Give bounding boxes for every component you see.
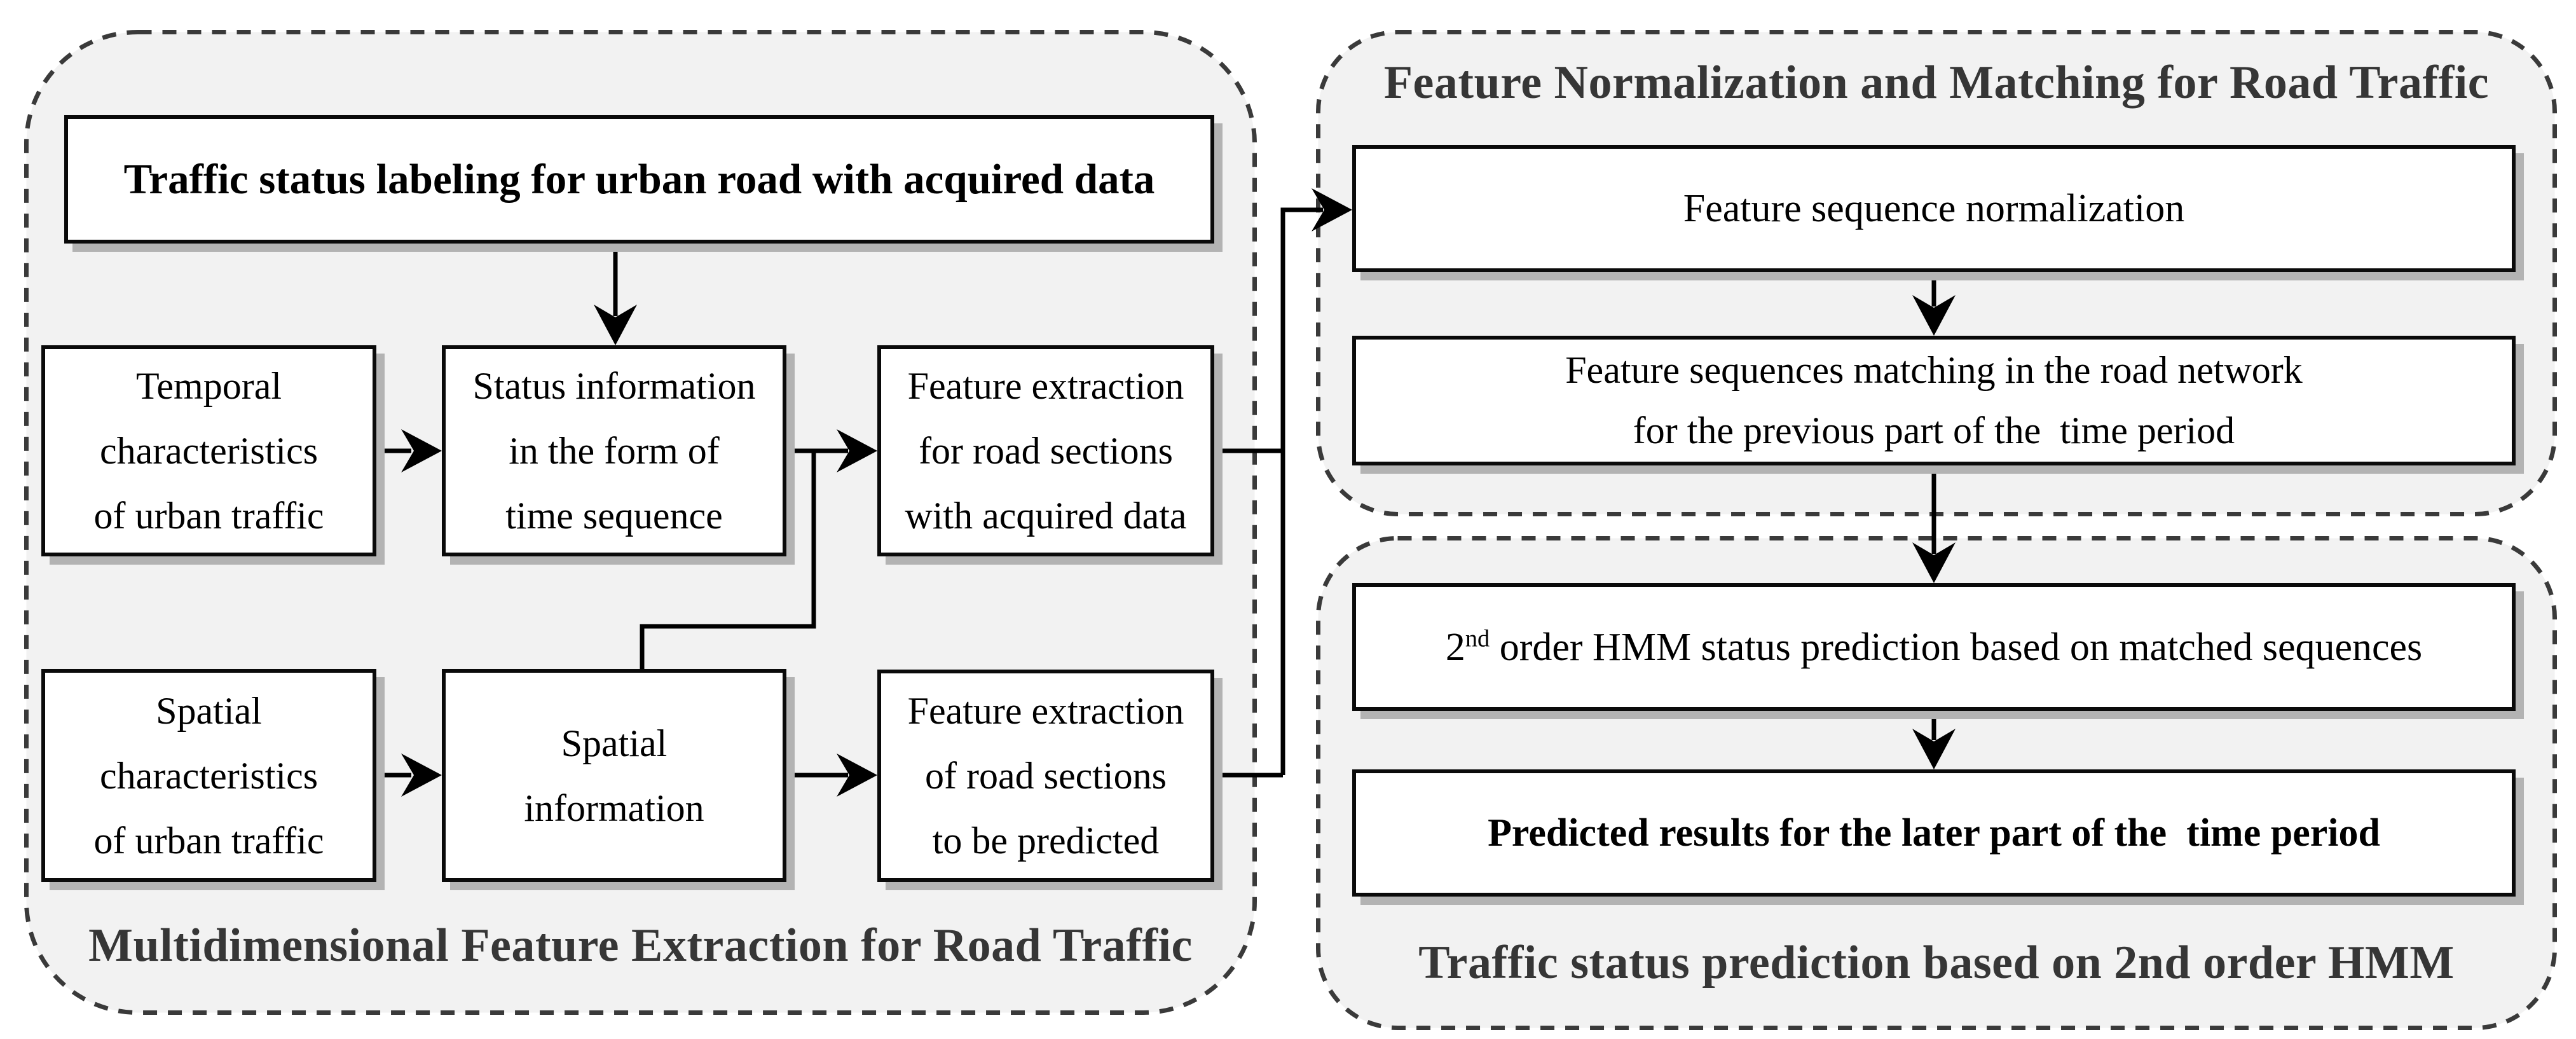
box-temporal-line3: of urban traffic: [93, 495, 324, 537]
box-status-line2: in the form of: [509, 430, 720, 472]
box-spatialchar-line3: of urban traffic: [93, 819, 324, 862]
box-traffic-status-labeling: Traffic status labeling for urban road w…: [64, 115, 1214, 244]
box-spatialchar-line1: Spatial: [156, 689, 262, 732]
box-featpredicted-line1: Feature extraction: [907, 690, 1184, 732]
box-featpredicted-line3: to be predicted: [932, 820, 1160, 862]
arrow-spatialchar-to-spatialinfo-head: [401, 753, 442, 797]
bottom-right-panel-title: Traffic status prediction based on 2nd o…: [1418, 937, 2455, 989]
box-featpredicted-line2: of road sections: [925, 755, 1167, 797]
box-feature-extraction-acquired: Feature extraction for road sections wit…: [877, 345, 1214, 556]
box-temporal-line2: characteristics: [99, 430, 319, 472]
box-temporal-line1: Temporal: [135, 365, 282, 407]
box-predicted-results-text: Predicted results for the later part of …: [1488, 811, 2380, 855]
hmm-base: 2: [1445, 625, 1465, 669]
arrow-trunk-to-normalization-head: [1312, 188, 1352, 231]
box-featacquired-line1: Feature extraction: [907, 365, 1184, 407]
box-matching-line2: for the previous part of the time period: [1633, 409, 2235, 451]
box-spatialinfo-line1: Spatial: [561, 722, 668, 764]
connector-trunk-to-normalization: [1214, 207, 1323, 778]
connector-spatialinfo-elbow: [640, 451, 816, 669]
arrow-status-to-featacquired-head: [837, 429, 877, 472]
box-hmm-text: 2nd order HMM status prediction based on…: [1446, 615, 2422, 680]
box-status-line1: Status information: [472, 365, 756, 407]
box-spatialchar-line2: characteristics: [99, 754, 319, 797]
left-panel-title: Multidimensional Feature Extraction for …: [88, 919, 1193, 972]
arrow-matching-to-hmm-head: [1912, 542, 1956, 583]
box-spatialinfo-line2: information: [524, 787, 704, 829]
hmm-superscript: nd: [1465, 624, 1490, 652]
top-right-panel-title: Feature Normalization and Matching for R…: [1383, 57, 2490, 109]
arrow-spatialinfo-to-featpredicted-head: [837, 753, 877, 797]
box-traffic-status-labeling-text: Traffic status labeling for urban road w…: [123, 156, 1155, 203]
box-temporal-characteristics: Temporal characteristics of urban traffi…: [41, 345, 376, 556]
box-feature-sequences-matching: Feature sequences matching in the road n…: [1352, 336, 2516, 465]
box-predicted-results: Predicted results for the later part of …: [1352, 769, 2516, 897]
box-featacquired-line2: for road sections: [919, 430, 1173, 472]
box-spatial-information: Spatial information: [442, 669, 786, 882]
box-feature-sequence-normalization: Feature sequence normalization: [1352, 145, 2516, 272]
box-normalization-text: Feature sequence normalization: [1683, 187, 2185, 230]
box-featacquired-line3: with acquired data: [905, 495, 1187, 537]
box-hmm-status-prediction: 2nd order HMM status prediction based on…: [1352, 583, 2516, 711]
hmm-rest: order HMM status prediction based on mat…: [1490, 625, 2423, 669]
box-feature-extraction-predicted: Feature extraction of road sections to b…: [877, 670, 1214, 882]
box-status-line3: time sequence: [505, 495, 723, 537]
box-status-information: Status information in the form of time s…: [442, 345, 786, 556]
arrow-hmm-to-results-head: [1912, 729, 1956, 769]
box-matching-line1: Feature sequences matching in the road n…: [1565, 349, 2303, 391]
arrow-labeling-to-status-head: [594, 305, 637, 345]
box-spatial-characteristics: Spatial characteristics of urban traffic: [41, 669, 376, 882]
arrow-temporal-to-status-head: [401, 429, 442, 472]
arrow-normalization-to-matching-head: [1912, 295, 1956, 336]
